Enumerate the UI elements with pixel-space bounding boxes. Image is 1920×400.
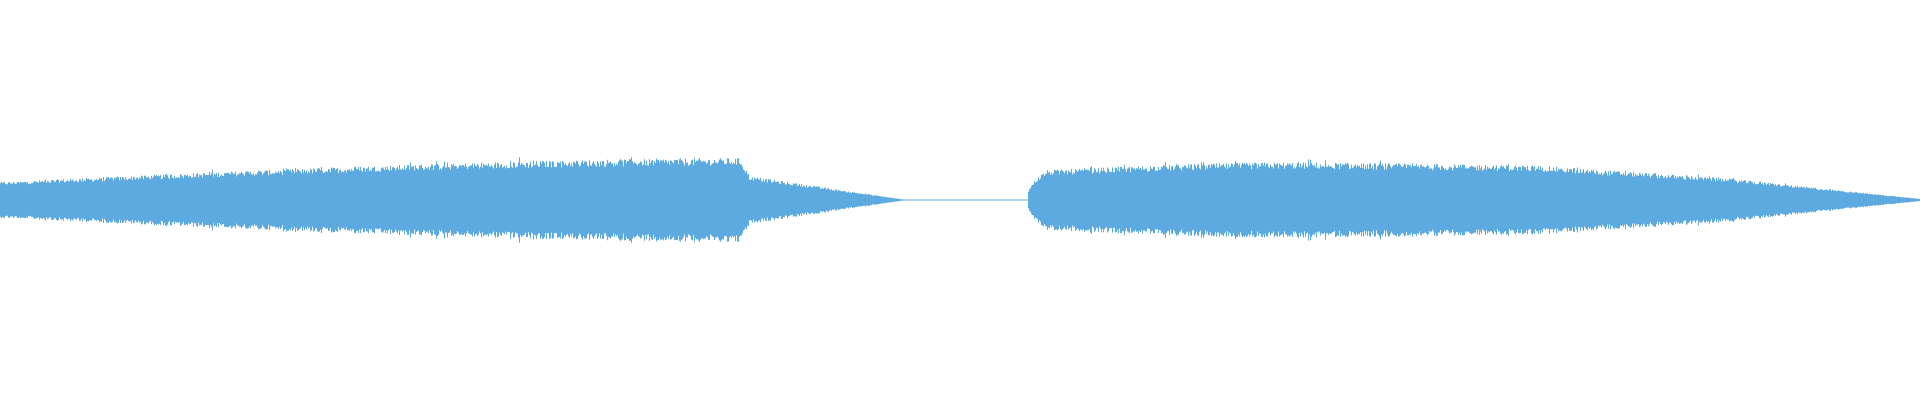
waveform-view[interactable] [0, 0, 1920, 400]
audio-waveform[interactable] [0, 0, 1920, 400]
